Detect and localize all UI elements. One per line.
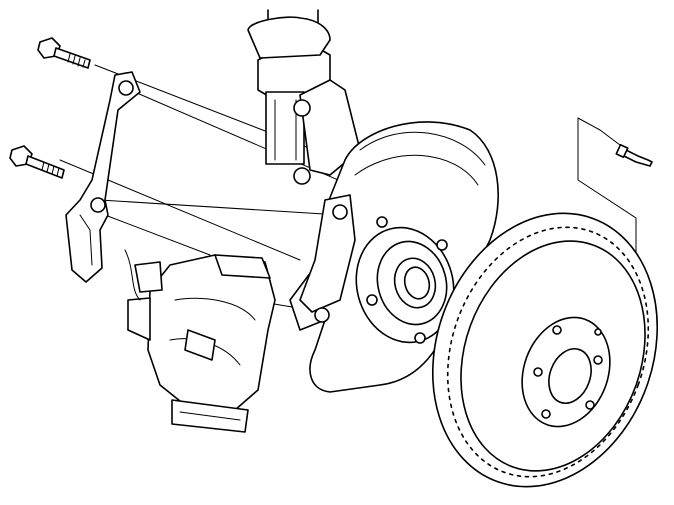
caliper-bracket — [65, 71, 141, 283]
brake-caliper — [124, 249, 276, 411]
brake-disc — [431, 212, 659, 488]
strut — [247, 9, 361, 185]
bracket-bolt-lower — [9, 145, 65, 179]
bracket-bolt-upper — [37, 37, 91, 69]
wheel-hub — [355, 216, 455, 344]
brake-pad — [171, 399, 249, 433]
disc-retaining-screw — [615, 143, 653, 167]
